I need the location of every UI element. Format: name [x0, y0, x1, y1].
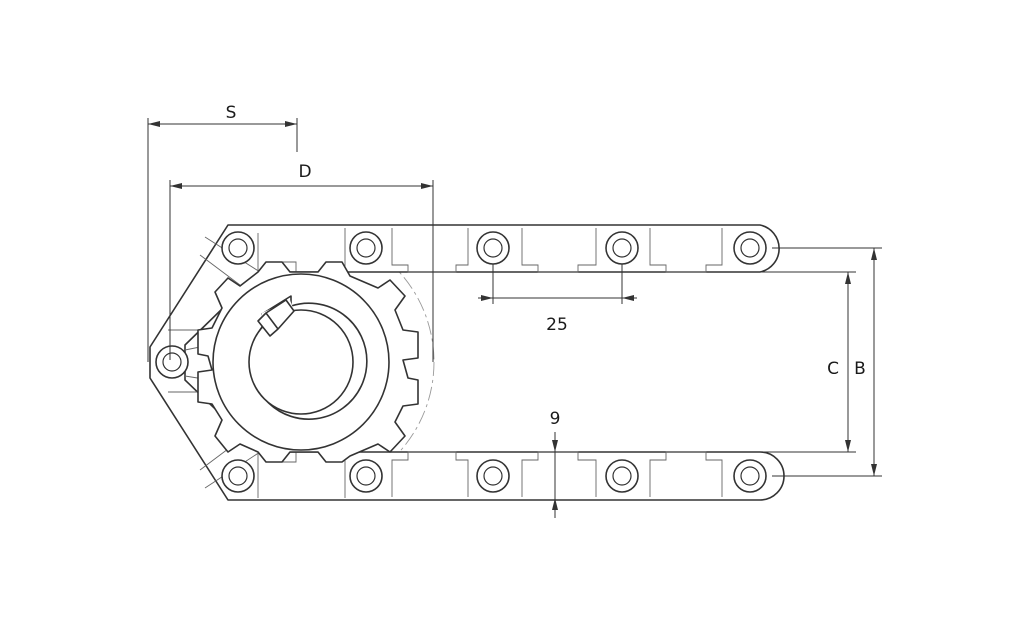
pin-bottom-4-inner	[612, 466, 632, 486]
dimension-b	[772, 247, 882, 477]
bore	[248, 309, 354, 415]
dimension-pitch-label: 25	[546, 315, 568, 335]
pin-top-2-inner	[356, 238, 376, 258]
pin-bottom-1-inner	[228, 466, 248, 486]
pin-top-5-inner	[740, 238, 760, 258]
dimension-pitch	[478, 264, 637, 304]
dimension-d	[169, 180, 434, 362]
top-run-links	[257, 228, 723, 273]
dimension-s	[147, 118, 298, 362]
keyway	[257, 299, 295, 337]
pin-left-inner	[162, 352, 182, 372]
pin-bottom-5-inner	[740, 466, 760, 486]
dimension-s-label: S	[226, 103, 237, 123]
dimension-c-label: C	[827, 359, 839, 379]
dimension-b-label: B	[854, 359, 866, 379]
pin-bottom-2-inner	[356, 466, 376, 486]
pin-bottom-3-inner	[483, 466, 503, 486]
dimension-thickness-label: 9	[550, 409, 561, 429]
dimension-thickness	[552, 432, 558, 518]
dimension-c	[760, 271, 856, 453]
pin-top-3-inner	[483, 238, 503, 258]
pin-top-4-inner	[612, 238, 632, 258]
bottom-pins	[221, 459, 767, 493]
pin-top-1-inner	[228, 238, 248, 258]
dimension-d-label: D	[298, 162, 311, 182]
